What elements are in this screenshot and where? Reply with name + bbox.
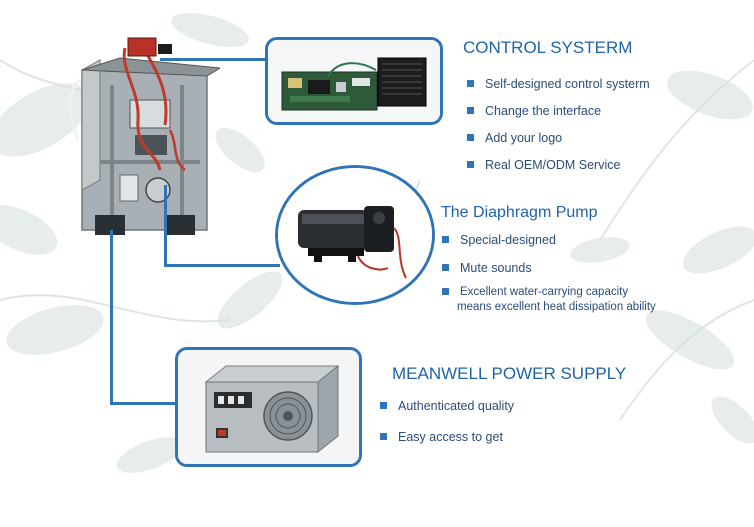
machine-illustration bbox=[68, 37, 220, 235]
power-supply-image bbox=[178, 350, 359, 464]
connector-pump-vertical bbox=[164, 185, 167, 267]
list-item: Real OEM/ODM Service bbox=[467, 158, 650, 172]
list-item: Easy access to get bbox=[380, 430, 514, 444]
control-system-list: Self-designed control systerm Change the… bbox=[467, 77, 650, 172]
bullet-square-icon bbox=[380, 402, 387, 409]
connector-power-horizontal bbox=[110, 402, 178, 405]
list-item: Change the interface bbox=[467, 104, 650, 118]
connector-pump-horizontal bbox=[164, 264, 280, 267]
control-board-image bbox=[268, 40, 440, 122]
control-system-title: CONTROL SYSTERM bbox=[463, 38, 633, 57]
bullet-square-icon bbox=[442, 288, 449, 295]
power-supply-photo-frame bbox=[175, 347, 362, 467]
power-supply-list: Authenticated quality Easy access to get bbox=[380, 399, 514, 444]
bullet-square-icon bbox=[442, 264, 449, 271]
connector-power-vertical bbox=[110, 230, 113, 405]
control-board-photo-frame bbox=[265, 37, 443, 125]
power-supply-title: MEANWELL POWER SUPPLY bbox=[392, 364, 627, 383]
list-item: Mute sounds bbox=[442, 261, 656, 275]
bullet-square-icon bbox=[442, 236, 449, 243]
list-item: Self-designed control systerm bbox=[467, 77, 650, 91]
pump-photo-frame bbox=[275, 165, 435, 305]
bullet-square-icon bbox=[467, 134, 474, 141]
bullet-square-icon bbox=[380, 433, 387, 440]
list-item: Special-designed bbox=[442, 233, 656, 247]
bullet-square-icon bbox=[467, 161, 474, 168]
list-item: Authenticated quality bbox=[380, 399, 514, 413]
pump-image bbox=[278, 168, 432, 302]
connector-control-horizontal bbox=[160, 58, 267, 61]
diaphragm-pump-list: Special-designed Mute sounds Excellent w… bbox=[442, 233, 656, 315]
bullet-square-icon bbox=[467, 80, 474, 87]
list-item: Add your logo bbox=[467, 131, 650, 145]
bullet-square-icon bbox=[467, 107, 474, 114]
diaphragm-pump-title: The Diaphragm Pump bbox=[441, 204, 598, 221]
